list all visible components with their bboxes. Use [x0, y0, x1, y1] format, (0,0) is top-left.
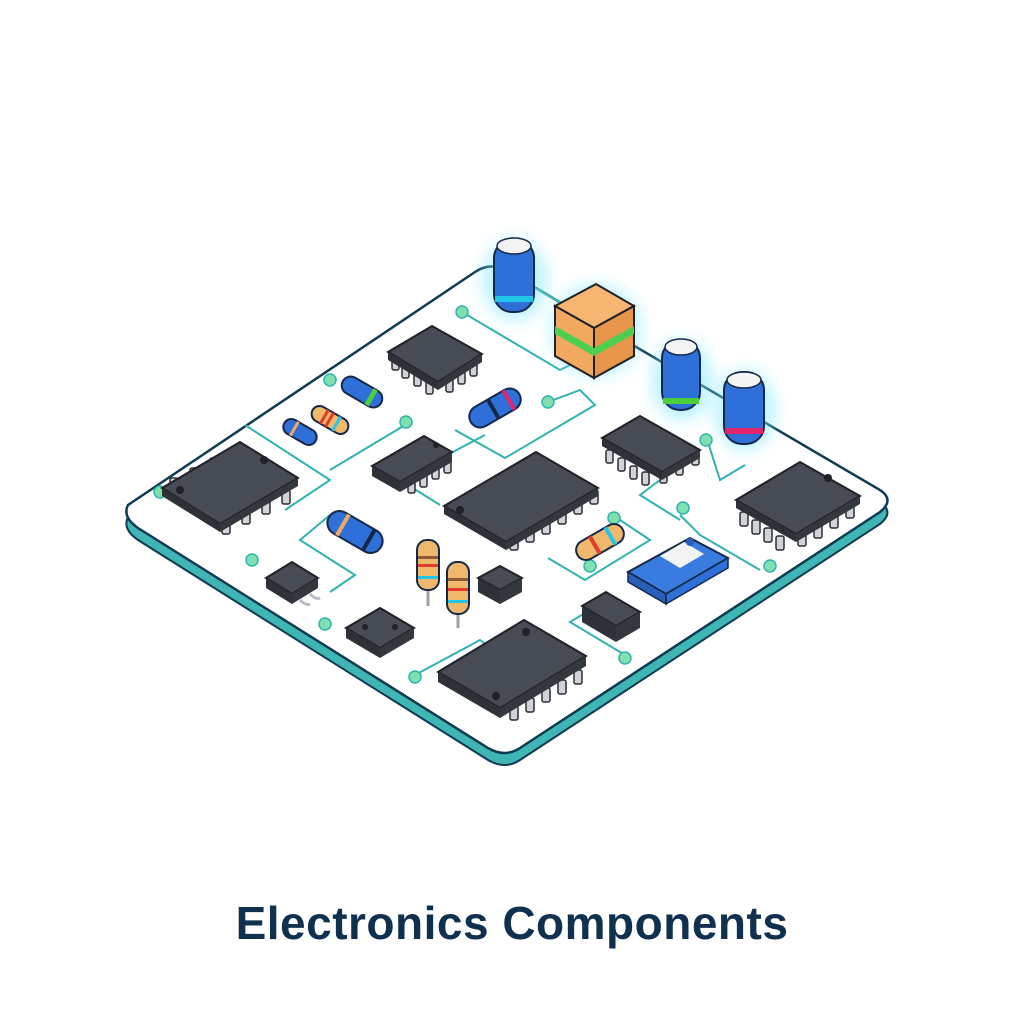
ic-left [160, 440, 300, 535]
resistor-blue-2 [282, 418, 318, 446]
resistor-vertical-2 [446, 561, 470, 628]
resistor-tan-1 [310, 405, 350, 435]
capacitor-1 [493, 237, 535, 313]
ic-right-small [599, 414, 703, 486]
caption-title: Electronics Components [235, 897, 789, 949]
transistor-sot [264, 560, 321, 606]
resistor-blue-3 [468, 387, 522, 429]
resistor-blue-1 [340, 375, 384, 409]
ic-center [442, 450, 600, 551]
inductor-cube [552, 282, 637, 380]
capacitor-3 [723, 371, 765, 445]
regulator-4pin [344, 606, 416, 658]
capacitor-2 [661, 338, 701, 411]
resistor-tan-2 [575, 523, 625, 561]
diode-block [580, 590, 642, 642]
smd-blue-capacitor [625, 536, 731, 606]
resistor-blue-4 [326, 510, 384, 554]
smd-cube [475, 564, 525, 604]
resistor-vertical-1 [416, 539, 440, 606]
solder-pads [153, 305, 777, 684]
ic-top [386, 324, 484, 395]
ic-mid-small [369, 434, 455, 494]
circuit-traces [244, 279, 761, 676]
ic-bottom [436, 618, 588, 721]
ic-right [734, 460, 862, 551]
